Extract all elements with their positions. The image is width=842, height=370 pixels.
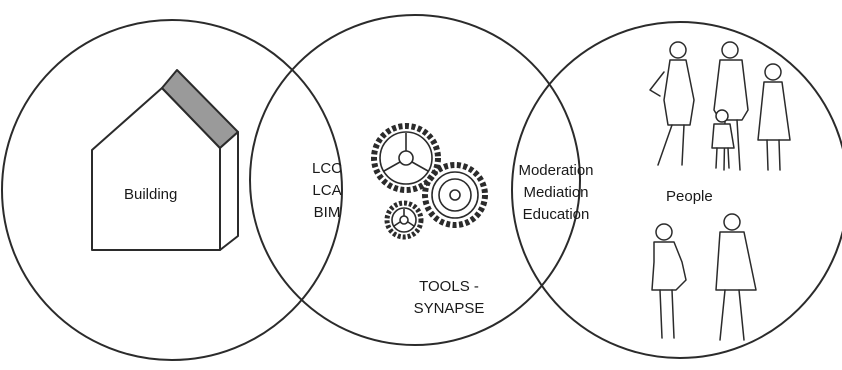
overlap-item-education: Education (522, 206, 590, 223)
person-figure (715, 213, 757, 341)
person-figure (651, 223, 687, 339)
house-icon (91, 69, 239, 251)
building-circle (1, 19, 343, 361)
overlap-methods-list: Moderation Mediation Education (500, 160, 612, 226)
people-circle (511, 21, 842, 359)
people-figures-icon (649, 41, 791, 341)
gears-icon (371, 123, 488, 240)
overlap-item-bim: BIM (313, 204, 341, 221)
tools-synapse-label: TOOLS - SYNAPSE (404, 276, 494, 320)
person-figure (649, 41, 695, 166)
person-figure (757, 63, 791, 171)
person-figure (713, 41, 749, 171)
people-label: People (666, 188, 713, 205)
building-label: Building (124, 186, 178, 203)
overlap-item-lcc: LCC (311, 160, 342, 177)
tools-title-line1: TOOLS - (419, 278, 479, 295)
overlap-item-moderation: Moderation (518, 162, 594, 179)
overlap-item-mediation: Mediation (523, 184, 589, 201)
overlap-item-lca: LCA (312, 182, 342, 199)
tools-circle (249, 14, 581, 346)
overlap-tools-list: LCC LCA BIM (302, 158, 352, 224)
person-figure (711, 109, 735, 169)
tools-title-line2: SYNAPSE (413, 300, 485, 317)
